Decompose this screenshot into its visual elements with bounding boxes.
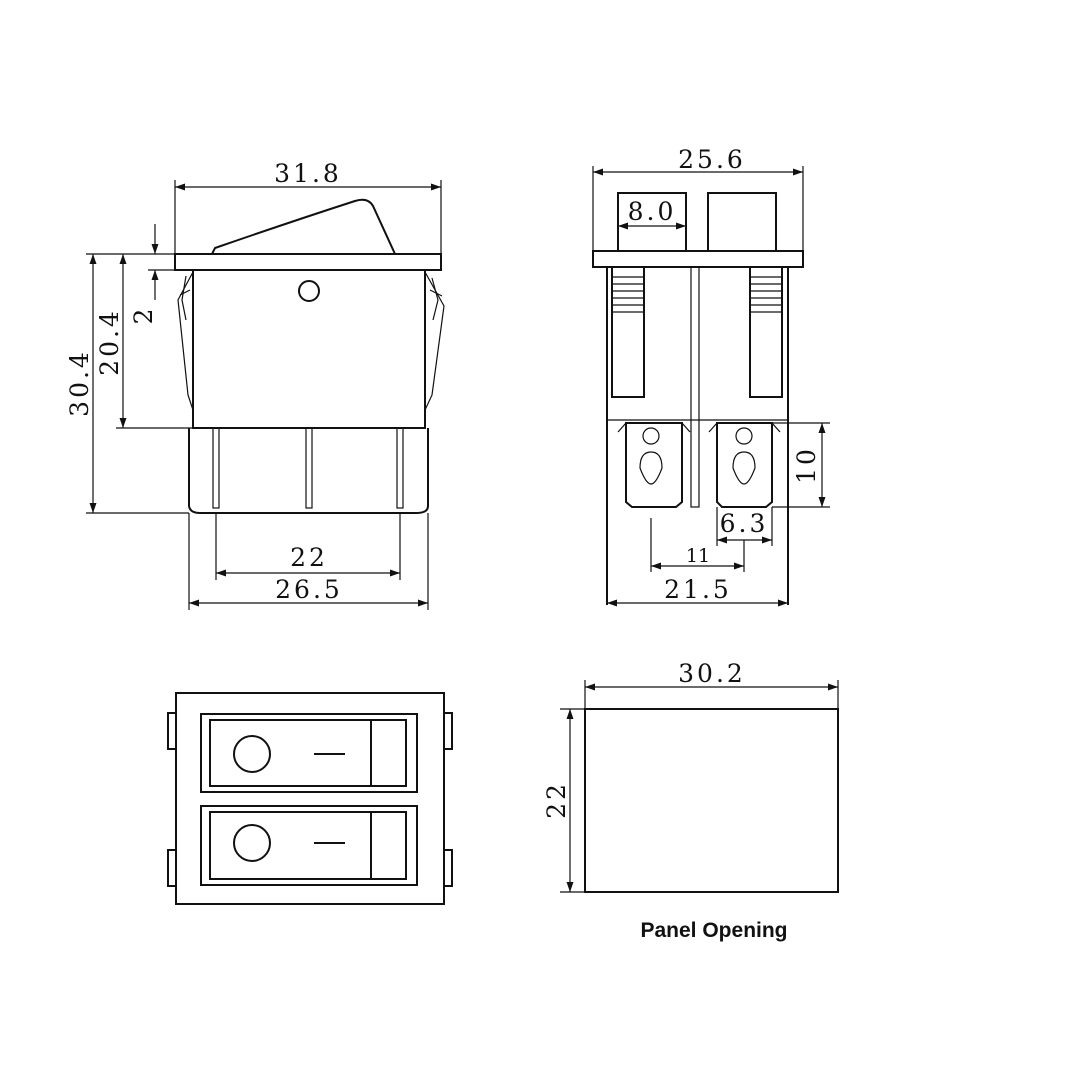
dim-side-terminal-gap: 8.0 [628, 197, 677, 226]
side-divider [690, 266, 700, 508]
side-flange [592, 250, 804, 268]
rocker-upper-off-symbol [233, 735, 271, 773]
terminal-right-hole [735, 427, 753, 445]
tab-left-upper [167, 712, 177, 750]
rocker-block-right [707, 192, 777, 252]
pin-middle [305, 427, 313, 509]
dim-front-flange: 2 [129, 306, 158, 325]
rocker-lower-off-symbol [233, 824, 271, 862]
dim-side-width-total: 25.6 [678, 145, 746, 174]
dim-front-body-width: 26.5 [275, 575, 343, 604]
dim-side-body-depth: 21.5 [664, 575, 732, 604]
pin-left [212, 427, 220, 509]
right-latch-inner [429, 277, 443, 321]
dim-side-terminal-pitch: 11 [686, 545, 710, 567]
front-view: 31.8 30.4 20.4 2 22 26.5 [65, 159, 445, 610]
side-view: 25.6 8.0 10 6.3 11 21.5 [592, 145, 830, 607]
pin-right [396, 427, 404, 509]
panel-opening-caption: Panel Opening [640, 919, 787, 942]
front-base [188, 428, 429, 514]
side-body [606, 267, 789, 605]
dim-side-terminal-width: 6.3 [720, 509, 769, 538]
indicator-hole [298, 280, 320, 302]
rocker-upper-inner [209, 719, 407, 787]
dim-panel-height: 22 [542, 781, 571, 819]
dim-front-height-body: 20.4 [95, 308, 124, 376]
terminal-left-hole [642, 427, 660, 445]
latch-ribs-right [750, 276, 782, 313]
rocker-upper-outer [200, 713, 418, 793]
dim-front-pin-span: 22 [290, 543, 328, 572]
latch-window-left [611, 266, 645, 398]
terminal-right-slot [732, 451, 756, 485]
tab-right-lower [443, 849, 453, 887]
tab-left-lower [167, 849, 177, 887]
left-latch-inner [179, 275, 191, 321]
dim-panel-width: 30.2 [678, 659, 746, 688]
panel-cutout [584, 708, 839, 893]
top-frame [175, 692, 445, 905]
terminal-left [625, 422, 683, 508]
front-body [192, 270, 426, 429]
left-latch [177, 271, 194, 411]
terminal-left-slot [639, 451, 663, 485]
dim-front-height-total: 30.4 [65, 349, 94, 417]
rocker-lower-outer [200, 805, 418, 886]
front-flange [174, 253, 442, 271]
rocker-actuator [210, 198, 397, 255]
latch-ribs-left [612, 276, 644, 313]
tab-right-upper [443, 712, 453, 750]
rocker-lower-inner [209, 811, 407, 880]
terminal-right [716, 422, 773, 508]
latch-window-right [749, 266, 783, 398]
dim-side-terminal-height: 10 [792, 446, 821, 484]
top-view [167, 692, 453, 905]
dim-front-width-total: 31.8 [274, 159, 342, 188]
panel-opening-view: 30.2 22 Panel Opening [542, 659, 839, 942]
